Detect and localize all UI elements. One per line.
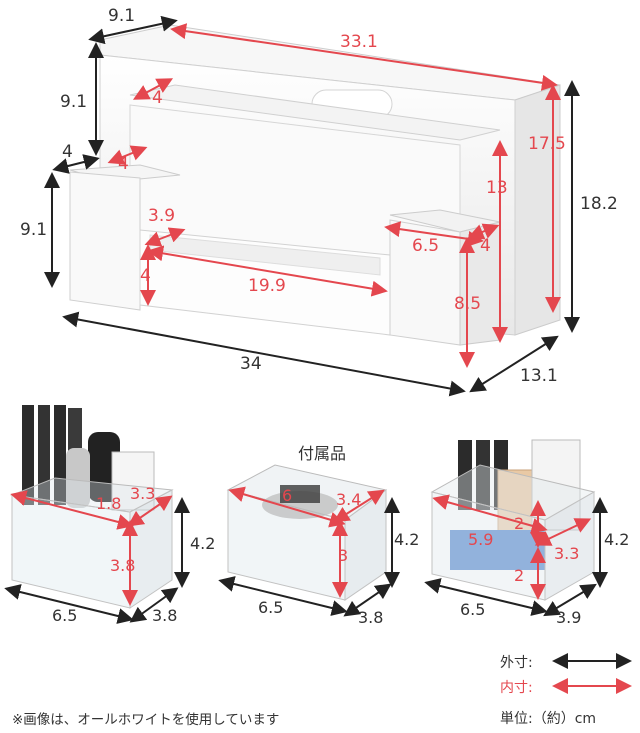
dim-width-inner-top: 33.1 bbox=[340, 32, 378, 52]
accessory-case-1 bbox=[10, 405, 174, 609]
dim-inner-mid-height: 13 bbox=[486, 178, 508, 198]
dim-right-pocket-height: 8.5 bbox=[454, 294, 482, 314]
accessory-case-2 bbox=[226, 464, 388, 601]
accessory-title: 付属品 bbox=[298, 444, 347, 463]
accessory-outer-arrows bbox=[4, 497, 608, 624]
dim-height-inner-total: 17.5 bbox=[528, 134, 566, 154]
dim-tray-width: 19.9 bbox=[248, 276, 286, 296]
case3-inner-height-bottom: 2 bbox=[514, 566, 525, 585]
case1-outer-height: 4.2 bbox=[190, 534, 216, 553]
case1-outer-depth: 3.8 bbox=[152, 606, 178, 625]
dim-small-pocket-depth: 4 bbox=[480, 236, 491, 256]
dim-tray-height: 4 bbox=[140, 266, 151, 286]
dim-outer-depth: 13.1 bbox=[520, 366, 558, 386]
dim-left-height: 9.1 bbox=[20, 220, 48, 240]
dim-compartment-depth-upper: 4 bbox=[152, 88, 163, 108]
image-note: ※画像は、オールホワイトを使用しています bbox=[12, 712, 280, 728]
case1-outer-width: 6.5 bbox=[52, 606, 78, 625]
accessory-inner-arrows bbox=[10, 486, 592, 606]
case3-inner-height-top: 2 bbox=[514, 514, 525, 533]
case3-inner-depth: 3.3 bbox=[554, 544, 580, 563]
dim-height-upper: 9.1 bbox=[60, 92, 88, 112]
case2-inner-height: 3 bbox=[338, 546, 349, 565]
dim-height-outer-total: 18.2 bbox=[580, 194, 618, 214]
case2-outer-height: 4.2 bbox=[394, 530, 420, 549]
legend-unit: 単位:（約）cm bbox=[500, 711, 597, 727]
legend-inner-label: 内寸: bbox=[500, 680, 533, 696]
case3-outer-width: 6.5 bbox=[460, 600, 486, 619]
legend-outer-label: 外寸: bbox=[500, 655, 533, 671]
case1-inner-depth: 3.3 bbox=[130, 484, 156, 503]
outer-dimension-arrows bbox=[44, 15, 580, 397]
dim-left-step: 4 bbox=[62, 142, 73, 162]
case3-outer-height: 4.2 bbox=[604, 530, 630, 549]
dim-outer-width: 34 bbox=[240, 354, 262, 374]
inner-dimension-arrows bbox=[107, 23, 561, 368]
case2-inner-width: 6 bbox=[282, 486, 293, 505]
case2-outer-width: 6.5 bbox=[258, 598, 284, 617]
dim-small-pocket-width: 6.5 bbox=[412, 236, 440, 256]
dim-depth-top: 9.1 bbox=[108, 6, 136, 26]
case1-inner-height: 3.8 bbox=[110, 556, 136, 575]
case3-outer-depth: 3.9 bbox=[556, 608, 582, 627]
case2-inner-depth: 3.4 bbox=[336, 490, 362, 509]
case3-inner-width: 5.9 bbox=[468, 530, 494, 549]
case2-outer-depth: 3.8 bbox=[358, 608, 384, 627]
dim-compartment-depth-left: 4 bbox=[118, 154, 129, 174]
dim-small-depth: 3.9 bbox=[148, 206, 176, 226]
case1-inner-width: 1.8 bbox=[96, 494, 122, 513]
